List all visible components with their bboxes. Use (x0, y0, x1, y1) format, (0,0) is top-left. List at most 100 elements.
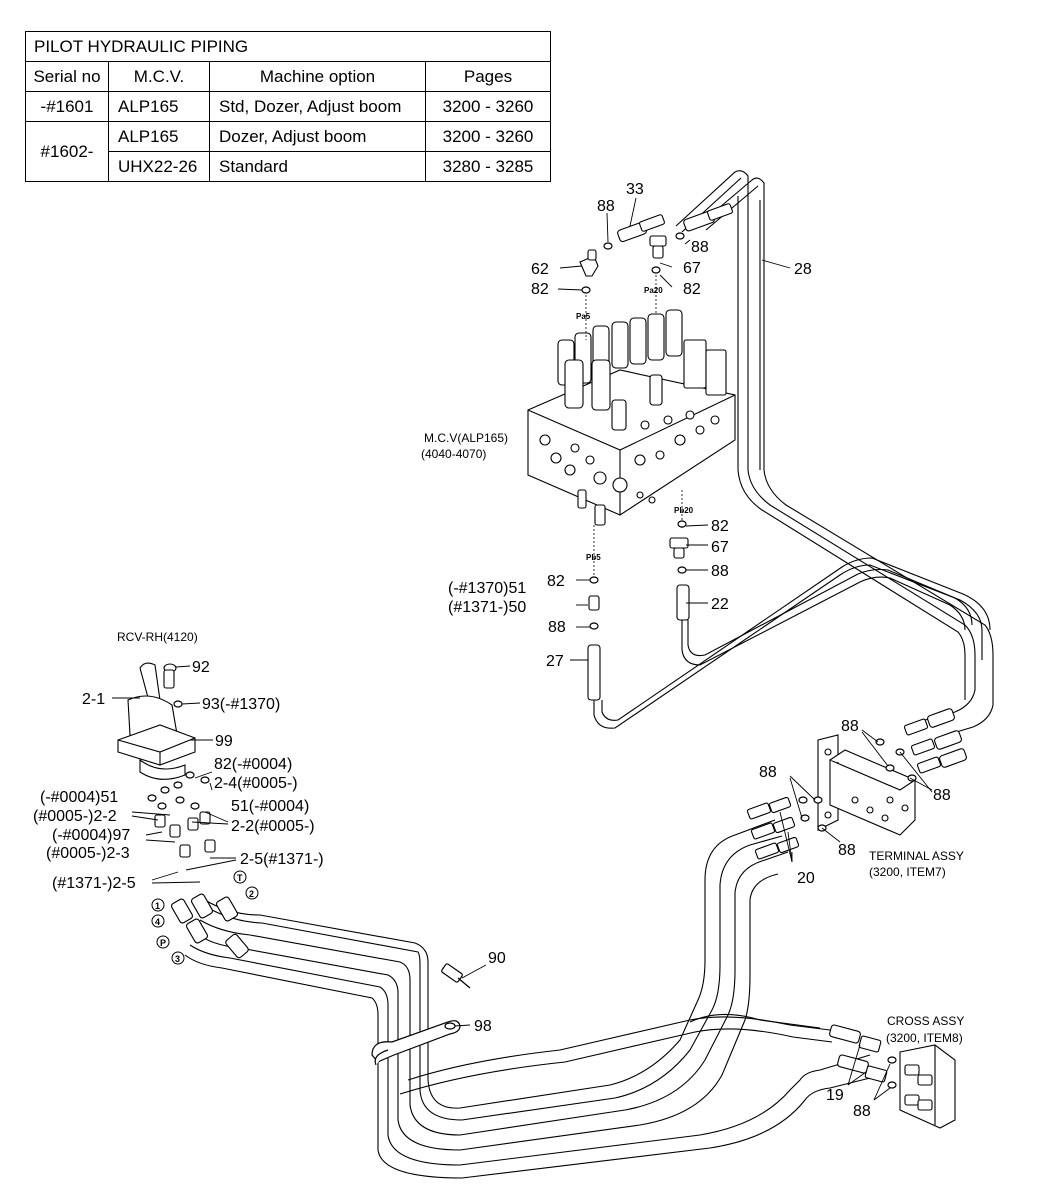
callout-2-2: (#0005-)2-2 (33, 808, 117, 825)
callout-51: (-#0004)51 (40, 789, 118, 806)
callout-82: 82 (531, 281, 549, 298)
callout-82: 82(-#0004) (214, 756, 292, 773)
callout-2-5: (#1371-)2-5 (52, 875, 136, 892)
callout-90: 90 (488, 950, 506, 967)
callout-82: 82 (547, 573, 565, 590)
terminal-hose-fittings (746, 708, 967, 860)
callout-62: 62 (531, 261, 549, 278)
callout-82: 82 (711, 518, 729, 535)
callout-2-5: 2-5(#1371-) (240, 851, 324, 868)
callout-88: 88 (933, 787, 951, 804)
table-row: -#1601 ALP165 Std, Dozer, Adjust boom 32… (25, 91, 551, 122)
callout-50: (#1371-)50 (448, 599, 526, 616)
callout-88: 88 (838, 842, 856, 859)
hose-fitting-22 (676, 584, 690, 621)
cross-assy-title: CROSS ASSY (887, 1014, 964, 1028)
header-pages: Pages (425, 61, 551, 92)
port-marker-t: T (237, 873, 243, 883)
cell-option: Std, Dozer, Adjust boom (209, 91, 426, 122)
callout-33: 33 (626, 181, 644, 198)
callout-2-1: 2-1 (82, 691, 105, 708)
cell-mcv: ALP165 (108, 121, 210, 152)
callout-28: 28 (794, 261, 812, 278)
port-marker-1: 1 (155, 901, 160, 911)
header-serial-no: Serial no (25, 61, 109, 92)
o-ring (581, 286, 591, 294)
callout-98: 98 (474, 1018, 492, 1035)
hose-fitting-27 (587, 644, 601, 701)
o-ring (677, 566, 687, 574)
callout-88: 88 (597, 198, 615, 215)
callout-93: 93(-#1370) (202, 696, 280, 713)
callout-97: (-#0004)97 (52, 827, 130, 844)
callout-51: 51(-#0004) (231, 798, 309, 815)
port-marker-p: P (160, 938, 166, 948)
rcv-label: RCV-RH(4120) (117, 630, 198, 644)
callout-20: 20 (797, 870, 815, 887)
main-control-valve (527, 309, 736, 526)
terminal-assy (817, 734, 916, 836)
table-row: UHX22-26 Standard 3280 - 3285 (26, 151, 551, 182)
o-ring (887, 1081, 897, 1089)
callout-88: 88 (691, 239, 709, 256)
o-ring (589, 576, 599, 584)
cell-pages: 3280 - 3285 (425, 151, 551, 182)
hose-clamp (371, 1020, 461, 1066)
o-ring (589, 622, 599, 630)
rcv-port-adapters (154, 811, 249, 959)
callout-leaders (112, 197, 933, 1101)
callout-92: 92 (192, 659, 210, 676)
cell-mcv: ALP165 (108, 91, 210, 122)
cell-pages: 3200 - 3260 (425, 121, 551, 152)
mcv-pages: (4040-4070) (421, 447, 486, 461)
o-ring (675, 232, 685, 240)
callout-88: 88 (548, 619, 566, 636)
callout-99: 99 (215, 733, 233, 750)
adapter-fitting-51-50 (588, 595, 600, 611)
pilot-piping-table: PILOT HYDRAULIC PIPING Serial no M.C.V. … (25, 31, 551, 182)
o-ring (651, 266, 661, 274)
port-marker-2: 2 (249, 889, 254, 899)
table-row: #1602- ALP165 Dozer, Adjust boom 3200 - … (25, 121, 551, 182)
port-marker-4: 4 (155, 917, 160, 927)
table-header-row: Serial no M.C.V. Machine option Pages (25, 61, 551, 92)
callout-88: 88 (853, 1103, 871, 1120)
cell-serial: #1602- (25, 121, 109, 182)
table-title: PILOT HYDRAULIC PIPING (25, 31, 551, 62)
clamp-bolt (441, 963, 471, 989)
port-label-pa5: Pa5 (576, 312, 591, 321)
callout-labels: 33 88 88 62 67 82 82 28 82 67 88 22 82 (… (33, 181, 951, 1120)
o-ring (887, 1056, 897, 1064)
port-label-pa20: Pa20 (644, 286, 663, 295)
callout-51: (-#1370)51 (448, 580, 526, 597)
header-machine-option: Machine option (209, 61, 426, 92)
mcv-title: M.C.V(ALP165) (424, 431, 508, 445)
tee-fitting-67-bottom (669, 537, 689, 559)
callout-67: 67 (711, 539, 729, 556)
port-marker-3: 3 (175, 954, 180, 964)
cell-option: Dozer, Adjust boom (209, 121, 426, 152)
elbow-fitting-62 (579, 249, 599, 277)
callout-2-2: 2-2(#0005-) (231, 818, 315, 835)
rcv-port-markers: 1 4 P 3 T 2 (151, 870, 259, 965)
callout-88: 88 (841, 718, 859, 735)
callout-88: 88 (711, 563, 729, 580)
callout-2-4: 2-4(#0005-) (214, 775, 298, 792)
rcv-joystick (117, 662, 196, 780)
o-ring (603, 242, 613, 250)
callout-67: 67 (683, 260, 701, 277)
o-ring (677, 520, 687, 528)
callout-22: 22 (711, 596, 729, 613)
cross-assy-ref: (3200, ITEM8) (886, 1031, 963, 1045)
port-label-pb20: Pb20 (674, 506, 694, 515)
cell-mcv: UHX22-26 (108, 151, 210, 182)
callout-82: 82 (683, 281, 701, 298)
cross-assy (899, 1044, 956, 1129)
assembly-labels: M.C.V(ALP165) (4040-4070) RCV-RH(4120) T… (117, 431, 964, 1045)
o-ring (173, 700, 183, 708)
terminal-assy-ref: (3200, ITEM7) (869, 865, 946, 879)
cell-option: Standard (209, 151, 426, 182)
terminal-assy-title: TERMINAL ASSY (869, 849, 964, 863)
callout-88: 88 (759, 764, 777, 781)
